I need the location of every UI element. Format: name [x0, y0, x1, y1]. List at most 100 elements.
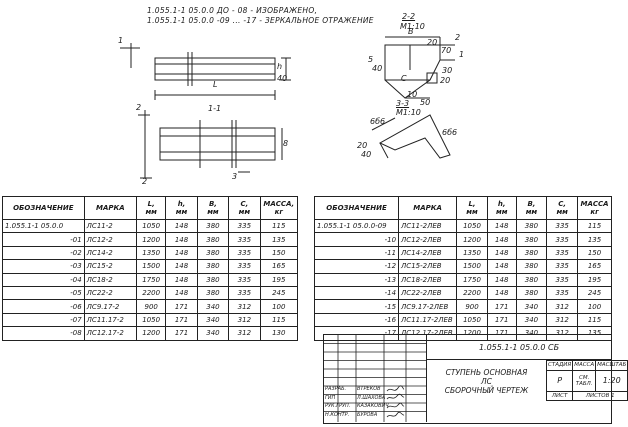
col-mark: МАРКА	[398, 196, 458, 220]
cell-mark: ЛС14-2ЛЕВ	[398, 245, 458, 261]
cell-designation: -04	[2, 272, 85, 287]
cell-C: 335	[228, 259, 261, 274]
cell-L: 900	[136, 299, 167, 314]
cell-C: 335	[546, 245, 579, 261]
cell-h: 148	[486, 285, 517, 301]
dim-40: 40	[277, 74, 288, 83]
cell-designation: -02	[2, 245, 85, 261]
cell-C: 335	[228, 218, 261, 234]
cell-mass: 245	[577, 285, 612, 301]
dim-C: C	[401, 74, 407, 83]
cell-designation: -13	[313, 272, 400, 287]
cell-mark: ЛС12-2ЛЕВ	[398, 232, 458, 247]
cell-mark: ЛС11.17-2ЛЕВ	[398, 312, 458, 328]
spec-table-right: ОБОЗНАЧЕНИЕ МАРКА L,мм h,мм B,мм C,мм МА…	[313, 196, 612, 341]
section-marker-2b: 2	[142, 177, 148, 186]
cell-L: 1050	[456, 218, 488, 234]
stage-table: СТАДИЯ МАССА МАСШТАБ Р СМ. ТАБЛ. 1:20 ЛИ…	[545, 360, 628, 401]
cell-mark: ЛС9.17-2ЛЕВ	[398, 299, 458, 314]
cell-B: 380	[196, 245, 230, 261]
cell-L: 1050	[136, 218, 167, 234]
stage-header: СТАДИЯ	[545, 360, 574, 371]
section-2-2	[384, 36, 455, 99]
cell-L: 1500	[136, 259, 167, 274]
col-h: h,мм	[165, 196, 198, 220]
dim-20b: 20	[440, 76, 451, 85]
cell-mass: 150	[259, 245, 299, 261]
dim-8: 8	[283, 139, 289, 148]
cell-C: 335	[228, 272, 261, 287]
dim-20c: 20	[357, 141, 368, 150]
dim-666a: 6б6	[370, 117, 386, 126]
cell-L: 1350	[136, 245, 167, 261]
cell-L: 1200	[456, 326, 488, 341]
cell-mark: ЛС12-2	[83, 232, 138, 247]
cell-C: 312	[228, 326, 261, 341]
cell-mass: 135	[577, 326, 612, 341]
cell-B: 380	[515, 259, 548, 274]
cell-mass: 115	[577, 312, 612, 328]
cell-mass: 130	[259, 326, 299, 341]
cell-mark: ЛС12.17-2	[83, 326, 138, 341]
cell-B: 380	[515, 272, 548, 287]
cell-mark: ЛС12.17-2ЛЕВ	[398, 326, 458, 341]
cell-mark: ЛС11-2ЛЕВ	[398, 218, 458, 234]
plan-view	[138, 110, 283, 179]
name-1: Л.ШАХОВА	[357, 394, 386, 401]
cell-designation: -01	[2, 232, 85, 247]
cell-L: 1200	[136, 326, 167, 341]
cell-B: 380	[196, 272, 230, 287]
sheets-label: ЛИСТОВ 1	[572, 390, 628, 401]
cell-h: 148	[486, 259, 517, 274]
elevation-view	[120, 43, 291, 100]
cell-C: 312	[546, 299, 579, 314]
drawing-sheet	[120, 36, 455, 179]
dim-20: 20	[427, 38, 438, 47]
spec-table-left: ОБОЗНАЧЕНИЕ МАРКА L,мм h,мм B,мм C,мм МА…	[2, 196, 299, 341]
cell-C: 335	[228, 285, 261, 301]
col-B: B,мм	[515, 196, 548, 220]
mass-header: МАССА	[572, 360, 597, 371]
signatures	[386, 385, 405, 418]
cell-B: 380	[196, 232, 230, 247]
length-label: L	[213, 80, 218, 89]
height-label: h	[277, 62, 283, 71]
cell-designation: -08	[2, 326, 85, 341]
cell-B: 380	[515, 232, 548, 247]
dim-30: 30	[442, 66, 453, 75]
name-2: КАЗАКОВИЧ	[357, 403, 389, 409]
cell-B: 380	[196, 285, 230, 301]
cell-designation: -06	[2, 299, 85, 314]
col-L: L,мм	[136, 196, 167, 220]
cell-h: 148	[486, 245, 517, 261]
section-marker-3: 3	[232, 172, 238, 181]
note-line-1: 1.055.1-1 05.0.0 ДО - 08 - ИЗОБРАЖЕНО,	[147, 6, 318, 15]
cell-L: 900	[456, 299, 488, 314]
col-B: B,мм	[196, 196, 230, 220]
name-3: БУРОВА	[357, 411, 378, 418]
dim-5: 5	[368, 55, 374, 64]
col-h: h,мм	[486, 196, 517, 220]
cell-mark: ЛС11.17-2	[83, 312, 138, 328]
cell-L: 1050	[456, 312, 488, 328]
cell-h: 148	[165, 272, 198, 287]
cell-mark: ЛС18-2ЛЕВ	[398, 272, 458, 287]
cell-h: 148	[165, 232, 198, 247]
cell-C: 335	[546, 285, 579, 301]
view-2-2-scale: М1:10	[400, 22, 425, 31]
table-header-row: ОБОЗНАЧЕНИЕ МАРКА L,мм h,мм B,мм C,мм МА…	[2, 196, 299, 220]
cell-h: 171	[486, 299, 517, 314]
title-line-3: СБОРОЧНЫЙ ЧЕРТЕЖ	[444, 386, 529, 395]
cell-h: 148	[486, 272, 517, 287]
